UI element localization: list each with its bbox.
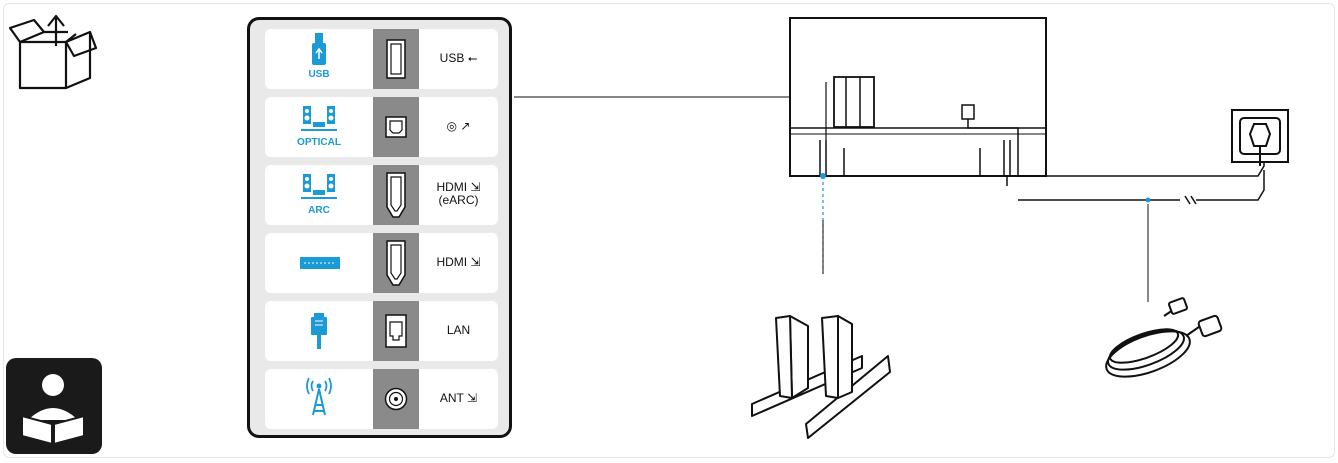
device-cell: [265, 301, 373, 361]
port-name-cell: HDMI ⇲: [419, 233, 498, 293]
jack-cell: [373, 165, 419, 225]
unbox-icon: [8, 14, 98, 90]
port-row-ant: ANT ⇲: [265, 369, 498, 429]
input-symbol-icon: ⇲: [467, 391, 478, 405]
port-label: ◎ ↗: [446, 119, 471, 133]
port-label: LAN: [446, 323, 471, 337]
port-name-cell: ANT ⇲: [419, 369, 498, 429]
port-row-arc: ARC HDMI ⇲ (eARC): [265, 165, 498, 225]
read-manual-icon: [6, 358, 102, 454]
device-cell: [265, 369, 373, 429]
jack-cell: [373, 369, 419, 429]
power-cable-icon: [1105, 297, 1223, 378]
hdmi-port-icon: [386, 240, 406, 286]
antenna-port-icon: [384, 387, 408, 411]
device-label: ARC: [308, 205, 330, 216]
jack-cell: [373, 233, 419, 293]
speaker-system-icon: [301, 174, 337, 199]
stand-feet-icon: [751, 315, 891, 439]
port-name-cell: USB ⭠: [419, 29, 498, 89]
device-cell: USB: [265, 29, 373, 89]
device-label: OPTICAL: [297, 137, 341, 148]
lan-port-icon: [385, 314, 407, 348]
device-cell: ARC: [265, 165, 373, 225]
port-name-cell: LAN: [419, 301, 498, 361]
device-cell: [265, 233, 373, 293]
port-row-lan: LAN: [265, 301, 498, 361]
antenna-icon: [306, 377, 332, 416]
port-row-optical: OPTICAL ◎ ↗: [265, 97, 498, 157]
speaker-system-icon: [301, 106, 337, 131]
output-symbol-icon: ↗: [460, 119, 471, 133]
port-label: HDMI ⇲: [436, 255, 481, 269]
port-row-usb: USB USB ⭠: [265, 29, 498, 89]
port-label: ANT ⇲: [439, 391, 478, 405]
input-symbol-icon: ⇲: [470, 180, 481, 194]
soundbar-icon: [300, 257, 340, 269]
tv-back-icon: [789, 17, 1265, 186]
port-name-cell: HDMI ⇲ (eARC): [419, 165, 498, 225]
jack-cell: [373, 97, 419, 157]
diagram-frame: [3, 3, 1335, 458]
device-label: USB: [308, 69, 330, 80]
input-symbol-icon: ⇲: [470, 255, 481, 269]
lan-plug-icon: [311, 313, 327, 349]
hdmi-port-icon: [386, 172, 406, 218]
port-label: HDMI ⇲ (eARC): [436, 180, 481, 207]
optical-port-icon: [385, 116, 407, 138]
wall-socket-icon: [1231, 109, 1289, 166]
port-label: USB ⭠: [439, 51, 478, 65]
port-name-cell: ◎ ↗: [419, 97, 498, 157]
port-panel: USB USB ⭠ OPTICAL: [247, 17, 512, 438]
port-row-hdmi: HDMI ⇲: [265, 233, 498, 293]
device-cell: OPTICAL: [265, 97, 373, 157]
jack-cell: [373, 301, 419, 361]
usb-stick-icon: [312, 33, 326, 65]
usb-port-icon: [386, 39, 406, 79]
jack-cell: [373, 29, 419, 89]
cable-point-icon: [1145, 197, 1151, 203]
mount-point-icon: [820, 173, 826, 179]
usb-symbol-icon: ⭠: [467, 51, 478, 65]
